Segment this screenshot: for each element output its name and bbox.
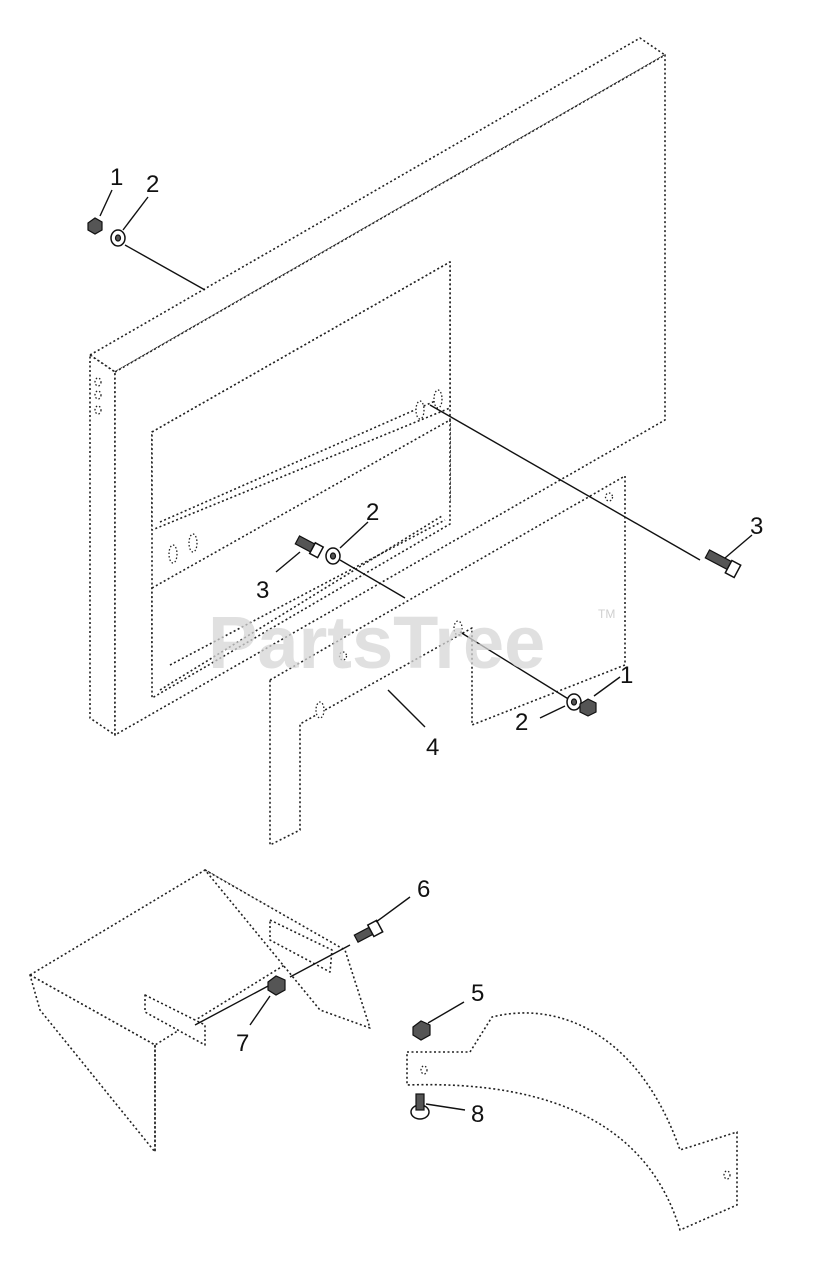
bolt-icon xyxy=(294,535,325,559)
main-panel xyxy=(89,37,666,736)
callout-4: 4 xyxy=(426,734,439,761)
callout-1b: 1 xyxy=(620,662,633,689)
bolt-icon xyxy=(353,919,384,944)
nut-icon xyxy=(579,698,597,717)
callout-6: 6 xyxy=(417,876,430,903)
callout-7: 7 xyxy=(236,1030,249,1057)
callout-3a: 3 xyxy=(256,577,269,604)
curved-deflector xyxy=(406,1012,738,1231)
watermark-tm: TM xyxy=(598,607,615,621)
carriage-bolt-icon xyxy=(410,1093,430,1120)
callout-2a: 2 xyxy=(146,171,159,198)
watermark-text: PartsTree xyxy=(208,601,545,684)
callout-8: 8 xyxy=(471,1101,484,1128)
callout-1a: 1 xyxy=(110,164,123,191)
callout-2b: 2 xyxy=(366,499,379,526)
chute-guard xyxy=(29,869,371,1153)
callout-2c: 2 xyxy=(515,709,528,736)
hardware xyxy=(87,217,742,1120)
nut-icon xyxy=(87,217,103,235)
mounting-bracket xyxy=(269,475,626,846)
bolt-icon xyxy=(704,549,742,579)
callout-3b: 3 xyxy=(750,513,763,540)
callouts: 1 2 3 2 3 1 2 4 6 7 5 8 xyxy=(99,164,763,1128)
nut-icon xyxy=(412,1020,431,1041)
nut-icon xyxy=(267,975,286,996)
callout-5: 5 xyxy=(471,980,484,1007)
partstree-watermark: PartsTree TM xyxy=(208,601,615,684)
